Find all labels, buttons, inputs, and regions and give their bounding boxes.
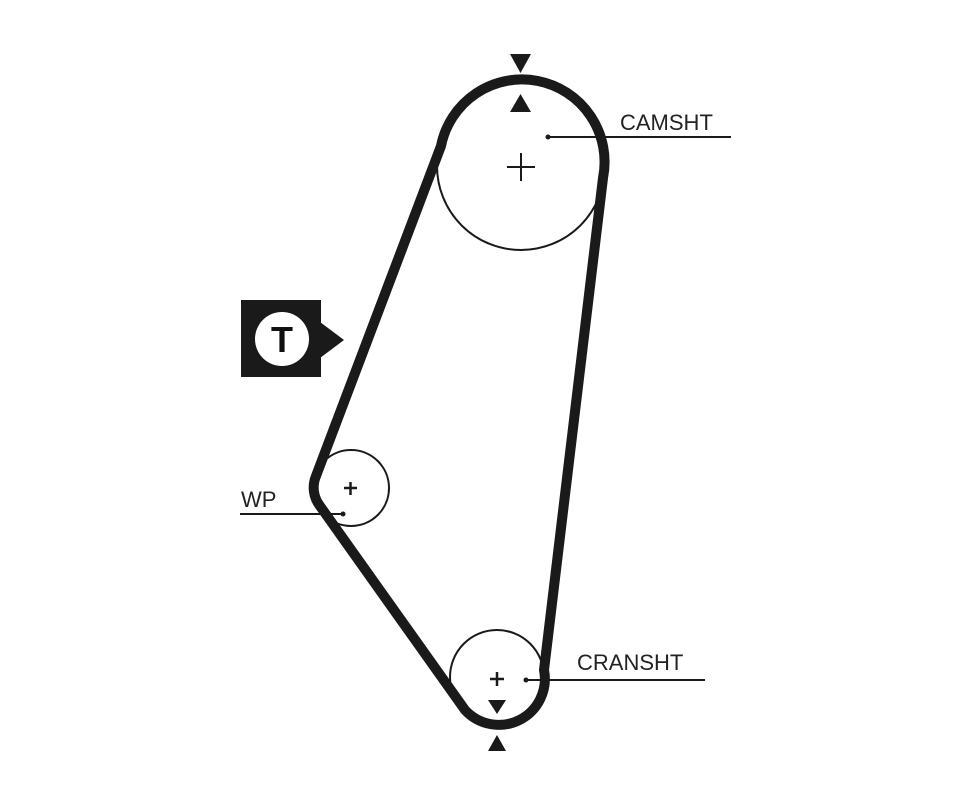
- water-pump-center-cross-icon: [344, 482, 357, 495]
- tensioner-label: T: [271, 319, 293, 360]
- camshaft-leader-line: [545, 134, 731, 140]
- crankshaft-leader-line: [523, 677, 705, 683]
- crankshaft-timing-mark-up-icon: [488, 735, 506, 751]
- crankshaft-label: CRANSHT: [577, 650, 683, 675]
- camshaft-timing-mark-down-icon: [510, 54, 531, 73]
- crankshaft-center-cross-icon: [490, 672, 504, 686]
- water-pump-label: WP: [241, 487, 276, 512]
- camshaft-center-cross-icon: [507, 153, 535, 181]
- timing-belt: [308, 74, 610, 730]
- camshaft-label: CAMSHT: [620, 110, 713, 135]
- crankshaft-timing-mark-down-icon: [488, 700, 506, 714]
- tensioner-badge: T: [241, 300, 344, 377]
- camshaft-timing-mark-up-icon: [510, 94, 531, 112]
- water-pump-leader-line: [240, 511, 346, 517]
